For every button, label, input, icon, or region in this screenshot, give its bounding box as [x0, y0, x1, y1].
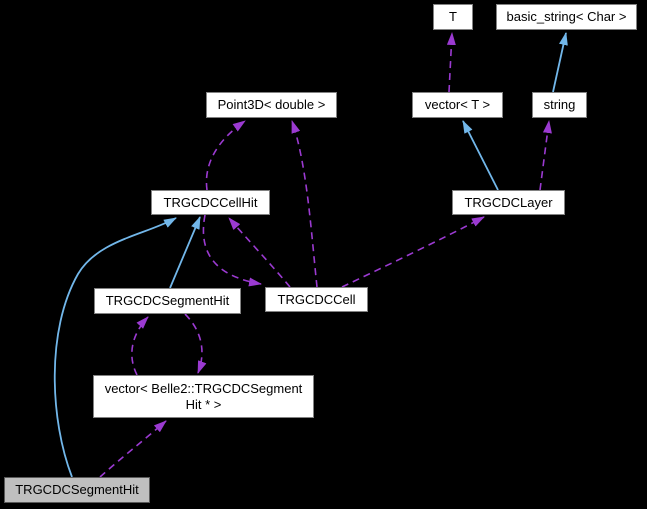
node-label: T	[449, 9, 457, 24]
edge-cell-to-point3d	[291, 120, 318, 288]
node-label: TRGCDCLayer	[464, 194, 553, 210]
node-label: Point3D< double >	[217, 97, 326, 112]
node-label-line1: vector< Belle2::TRGCDCSegment	[104, 380, 303, 396]
node-trgcdcsegmenthit[interactable]: TRGCDCSegmentHit	[94, 288, 241, 314]
node-label: TRGCDCCellHit	[163, 194, 258, 210]
node-trgcdclayer[interactable]: TRGCDCLayer	[452, 190, 565, 215]
node-point3d[interactable]: Point3D< double >	[206, 92, 337, 118]
node-trgcdccell[interactable]: TRGCDCCell	[265, 287, 368, 312]
node-label: basic_string< Char >	[506, 9, 627, 24]
edge-layer-to-vector-t	[462, 120, 499, 191]
node-basic-string[interactable]: basic_string< Char >	[496, 4, 637, 30]
node-string[interactable]: string	[532, 92, 587, 118]
node-label: TRGCDCCell	[277, 291, 356, 307]
edge-vector-t-to-t	[446, 32, 456, 93]
edge-segmenthit-to-vector-seg	[184, 313, 207, 374]
node-vector-t[interactable]: vector< T >	[412, 92, 503, 118]
edge-cellhit-to-point3d	[205, 120, 246, 191]
node-label: string	[543, 97, 576, 112]
edge-current-to-cellhit	[53, 217, 177, 478]
node-current-trgcdcsegmenthit: TRGCDCSegmentHit	[4, 477, 150, 503]
node-label: TRGCDCSegmentHit	[105, 293, 230, 308]
edge-current-to-vector-seg	[99, 420, 167, 478]
node-trgcdccellhit[interactable]: TRGCDCCellHit	[151, 190, 270, 215]
edge-segmenthit-to-cellhit	[169, 216, 201, 289]
node-vector-belle2-segmenthit[interactable]: vector< Belle2::TRGCDCSegment Hit * >	[93, 375, 314, 418]
edge-layer-to-string	[539, 120, 552, 191]
edge-cell-to-cellhit	[228, 217, 291, 288]
node-template-param-t: T	[433, 4, 473, 30]
node-label-line2: Hit * >	[185, 396, 222, 412]
node-label: vector< T >	[424, 97, 491, 112]
node-label: TRGCDCSegmentHit	[15, 482, 139, 497]
edge-string-to-basic-string	[552, 32, 568, 93]
edge-cell-to-layer	[341, 216, 485, 288]
edge-vector-seg-to-segmenthit	[131, 316, 149, 376]
edge-cellhit-to-cell	[202, 214, 262, 287]
